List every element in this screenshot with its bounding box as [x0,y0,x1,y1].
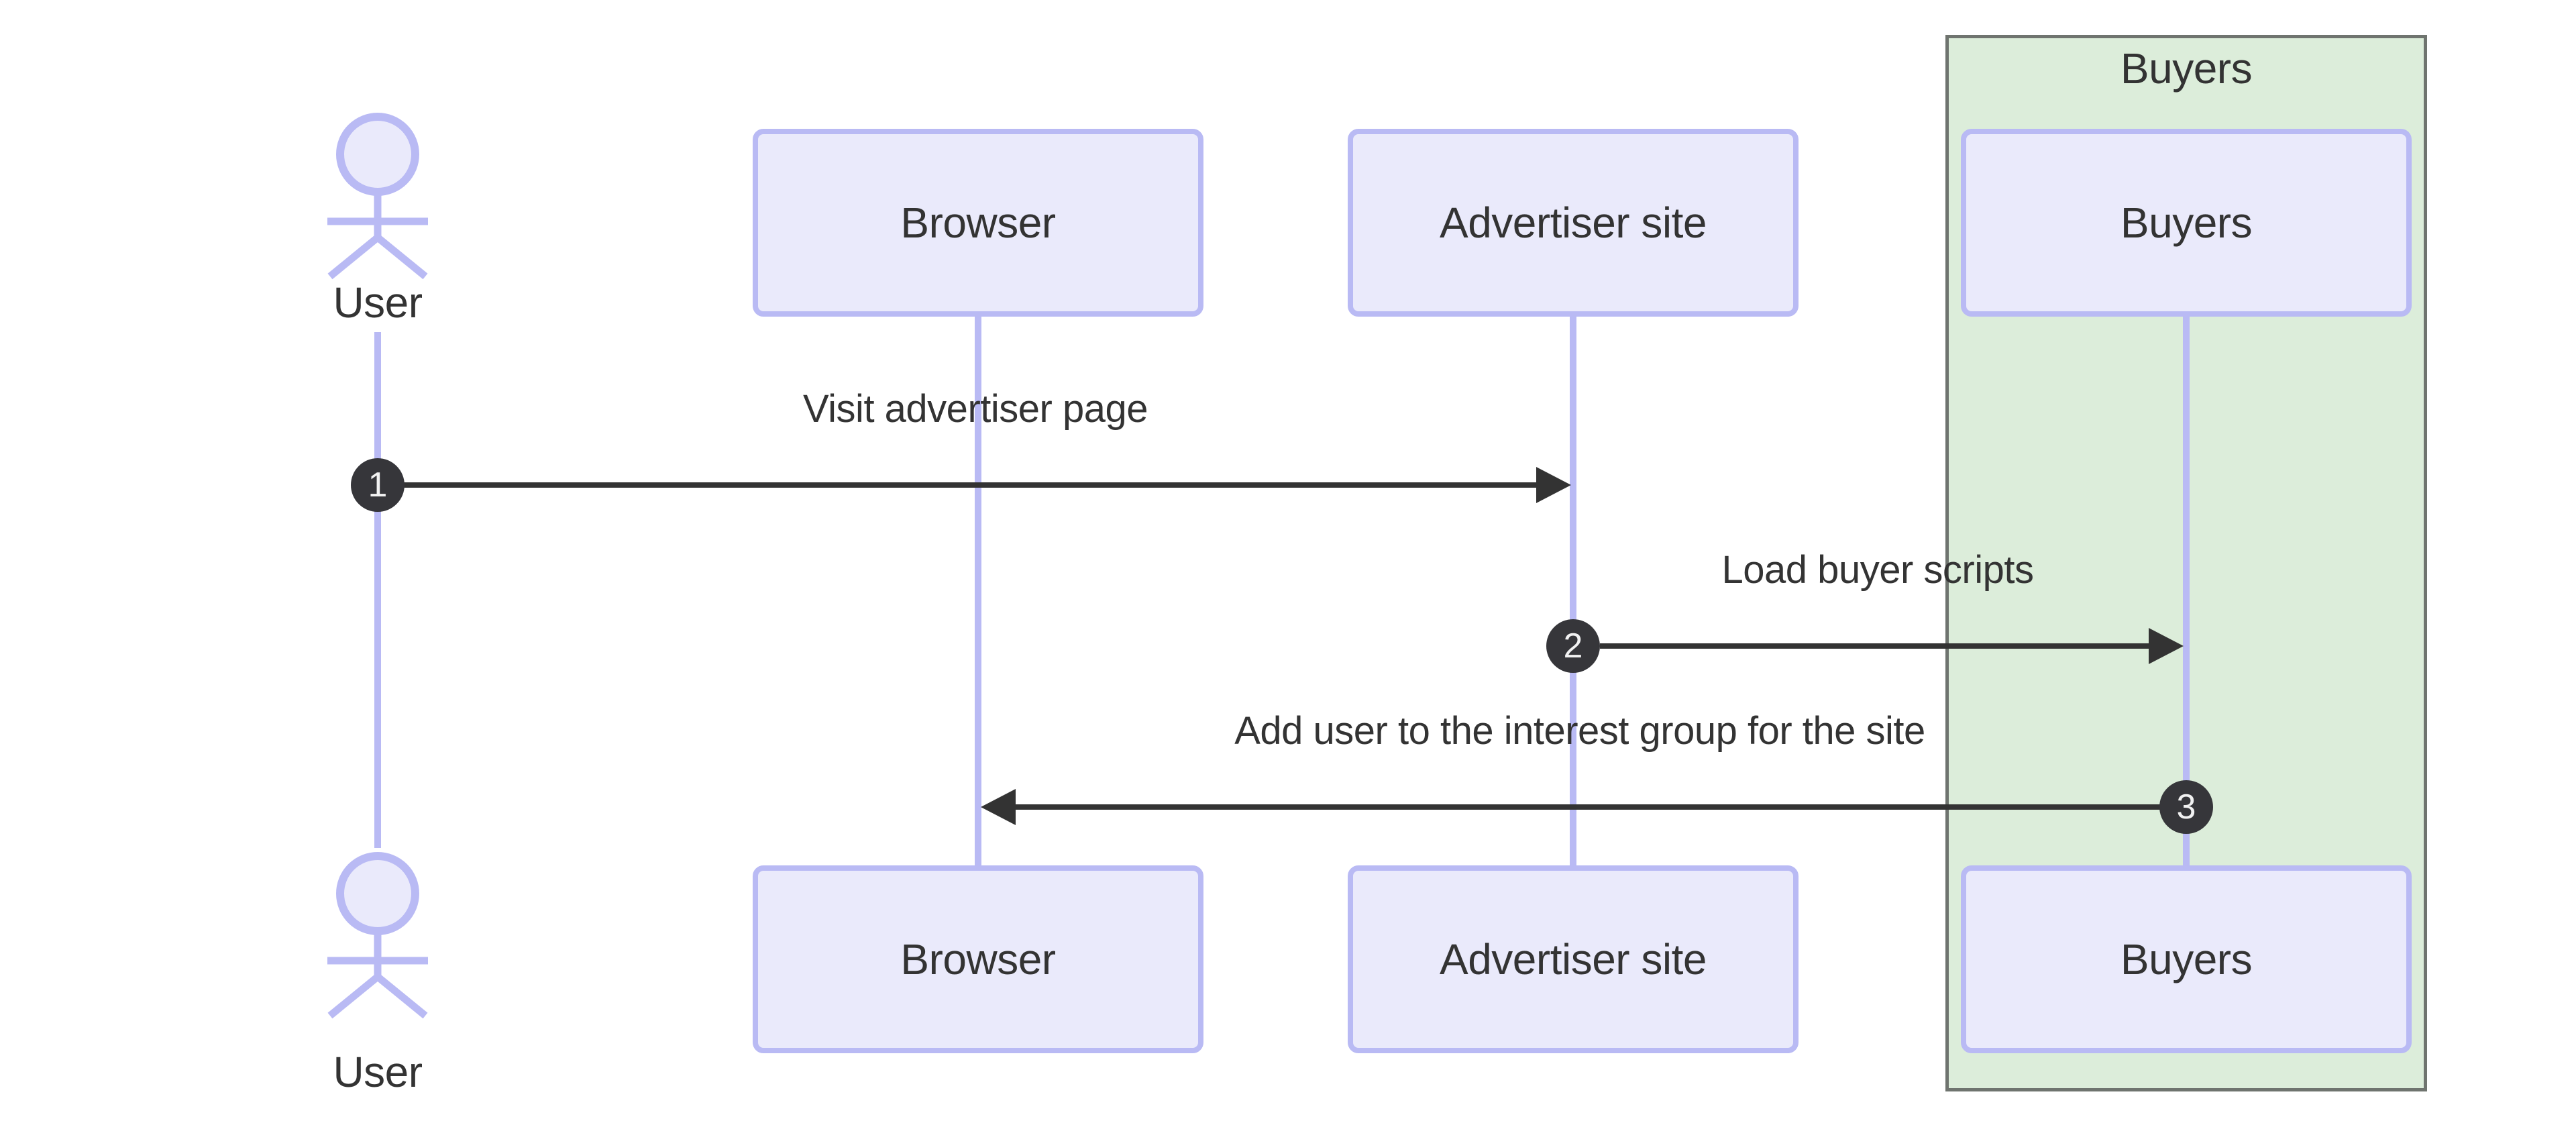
message-2-line [1600,643,2149,649]
participant-advertiser-label: Advertiser site [1440,935,1707,983]
participant-browser-label: Browser [900,935,1056,983]
message-1-label: Visit advertiser page [803,387,1148,431]
sequence-number-1: 1 [351,458,405,512]
participant-buyers-top: Buyers [1961,129,2412,317]
participant-browser-top: Browser [753,129,1203,317]
sequence-number-3-text: 3 [2176,788,2196,826]
lifeline-buyers [2183,317,2190,865]
user-label-top: User [333,278,423,327]
participant-buyers-label: Buyers [2120,199,2253,247]
sequence-number-2: 2 [1546,619,1600,673]
message-3-line [1016,804,2160,810]
user-actor-icon [327,113,428,280]
message-2-arrowhead-icon [2149,628,2184,664]
participant-buyers-label: Buyers [2120,935,2253,983]
message-1-arrowhead-icon [1536,467,1571,503]
message-3-arrowhead-icon [981,789,1016,825]
participant-advertiser-label: Advertiser site [1440,199,1707,247]
participant-browser-label: Browser [900,199,1056,247]
sequence-number-2-text: 2 [1563,627,1583,665]
lifeline-advertiser [1570,317,1576,865]
sequence-number-3: 3 [2159,780,2213,834]
user-actor-icon [327,852,428,1019]
participant-buyers-bottom: Buyers [1961,865,2412,1053]
buyers-group-title: Buyers [2120,44,2253,93]
user-label-bottom: User [333,1048,423,1096]
participant-advertiser-top: Advertiser site [1348,129,1799,317]
participant-browser-bottom: Browser [753,865,1203,1053]
participant-advertiser-bottom: Advertiser site [1348,865,1799,1053]
lifeline-browser [975,317,981,865]
message-1-line [403,482,1539,488]
lifeline-user [374,332,381,848]
sequence-number-1-text: 1 [368,466,388,504]
message-3-label: Add user to the interest group for the s… [1234,709,1925,753]
message-2-label: Load buyer scripts [1721,548,2034,592]
